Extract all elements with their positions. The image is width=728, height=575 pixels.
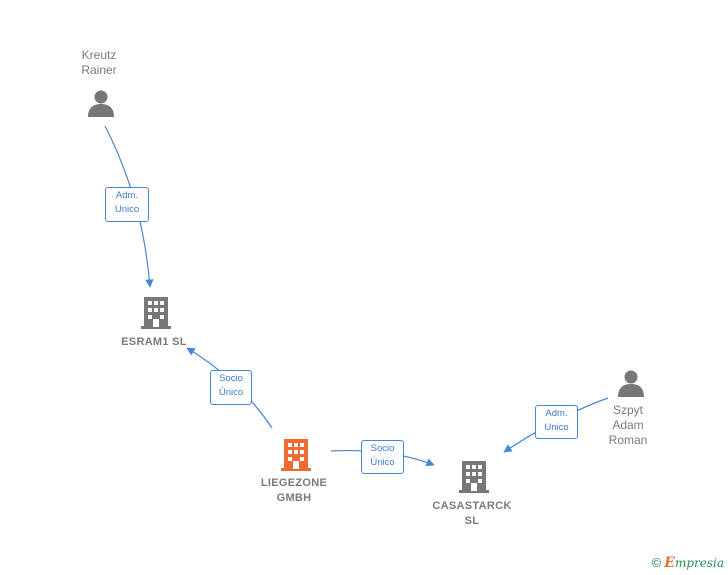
person-name-line2: Adam	[612, 418, 644, 432]
company-name-line1: CASASTARCK	[432, 500, 512, 512]
company-name-line2: SL	[464, 515, 480, 527]
edge-label-line2: Unico	[544, 422, 569, 433]
company-name-esram[interactable]: ESRAM1 SL	[121, 336, 187, 348]
edge-label-line2: Único	[218, 387, 244, 398]
company-name-casastarck[interactable]: CASASTARCK SL	[422, 499, 522, 529]
building-icon[interactable]	[280, 437, 312, 471]
brand-initial: E	[664, 555, 675, 571]
edge-label-liegezone-casastarck: Socio Único	[361, 440, 404, 474]
brand-footer[interactable]: ©Empresia	[652, 555, 724, 571]
brand-rest: mpresia	[674, 556, 724, 570]
node-label-szpyt: Szpyt Adam Roman	[598, 403, 658, 448]
company-name-liegezone[interactable]: LIEGEZONE GMBH	[244, 476, 344, 506]
edge-label-line2: Único	[370, 457, 395, 468]
node-label-kreutz: Kreutz Rainer	[69, 48, 129, 78]
edge-label-line2: Unico	[114, 204, 140, 215]
person-icon[interactable]	[616, 368, 646, 398]
person-name-line1: Szpyt	[612, 403, 643, 417]
person-name-line1: Kreutz	[81, 48, 117, 62]
edge-label-kreutz-esram: Adm. Unico	[105, 187, 149, 222]
person-icon[interactable]	[86, 88, 116, 118]
edge-label-line1: Adm.	[115, 190, 139, 201]
copyright-icon: ©	[651, 555, 662, 570]
company-name-line2: GMBH	[276, 492, 312, 504]
edge-label-line1: Adm.	[545, 408, 568, 419]
person-name-line3: Roman	[608, 433, 648, 447]
edge-label-line1: Socio	[219, 373, 243, 384]
edge-label-line1: Socio	[370, 443, 395, 454]
edge-label-szpyt-casastarck: Adm. Unico	[535, 405, 578, 439]
person-name-line2: Rainer	[81, 63, 117, 77]
edge-label-liegezone-esram: Socio Único	[210, 370, 252, 405]
building-icon[interactable]	[140, 295, 172, 329]
company-name-line1: LIEGEZONE	[260, 477, 328, 489]
brand-logo: Empresia	[664, 555, 724, 571]
building-icon[interactable]	[458, 459, 490, 493]
